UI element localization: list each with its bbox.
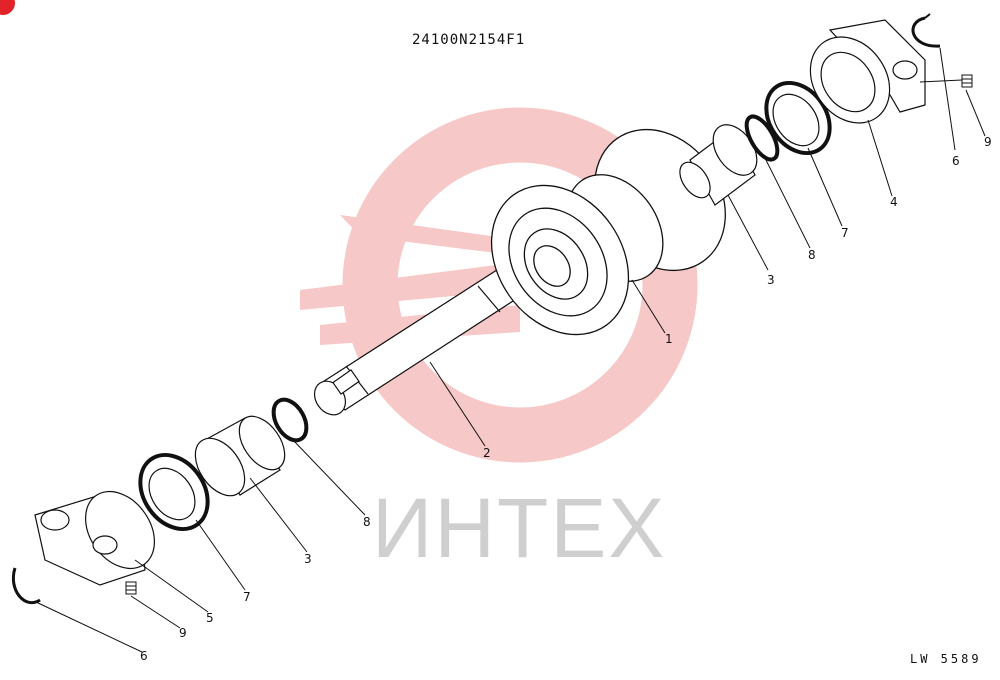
seal-left (138, 452, 210, 532)
part-number-3-right: 3 (767, 273, 775, 287)
collar-right (809, 19, 926, 124)
collar-left (34, 490, 156, 586)
watermark-text: ИНТЕХ (372, 481, 667, 575)
part-number-3-left: 3 (304, 552, 312, 566)
part-number-8-right: 8 (808, 248, 816, 262)
drawing-number: 24100N2154F1 (412, 32, 526, 48)
roller-body (490, 128, 726, 336)
bushing-left (194, 415, 286, 497)
part-number-6-right: 6 (952, 154, 960, 168)
part-number-9-left: 9 (179, 626, 187, 640)
part-number-8-left: 8 (363, 515, 371, 529)
part-number-9-right: 9 (984, 135, 992, 149)
part-number-4: 4 (890, 195, 898, 209)
part-number-7-left: 7 (243, 590, 251, 604)
o-ring-left (271, 397, 309, 443)
reference-code: LW 5589 (910, 652, 982, 666)
part-number-7-right: 7 (841, 226, 849, 240)
corner-marker (0, 0, 15, 15)
part-number-6-left: 6 (140, 649, 148, 663)
leader-lines (35, 47, 986, 653)
snap-ring-left (12, 567, 41, 605)
bushing-right (679, 124, 758, 206)
plug-right (961, 74, 973, 88)
o-ring-right (744, 114, 780, 162)
part-number-1: 1 (665, 332, 673, 346)
snap-ring-right (911, 13, 941, 48)
part-number-2: 2 (483, 446, 491, 460)
shaft (313, 267, 532, 416)
part-number-5: 5 (206, 611, 214, 625)
plug-left (125, 581, 137, 595)
part-numbers: 1 2 3 3 4 5 6 6 7 7 8 8 9 9 (140, 135, 992, 663)
